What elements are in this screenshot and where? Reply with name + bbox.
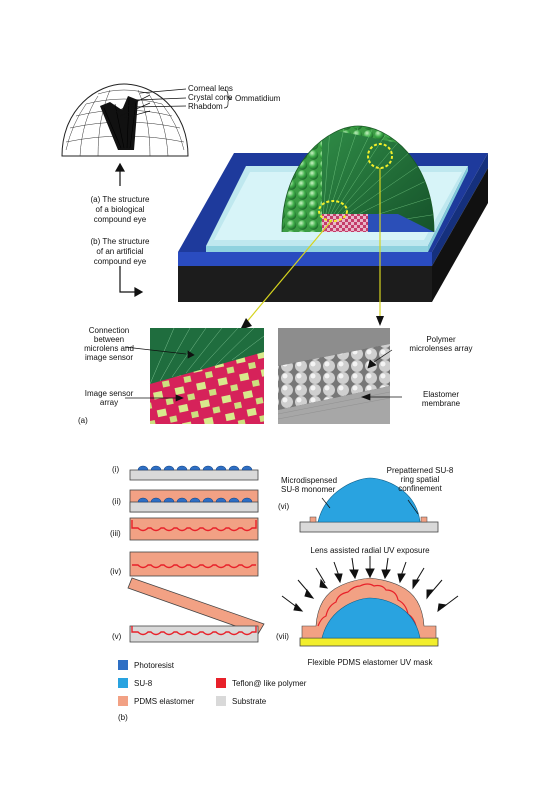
step-label-i: (i) bbox=[112, 465, 120, 474]
label-prepatterned-line3: confinement bbox=[398, 484, 442, 493]
caption-artificial-line1: (b) The structure bbox=[90, 237, 150, 246]
legend-label-su8: SU-8 bbox=[134, 679, 153, 688]
label-image-sensor-line1: Image sensor bbox=[84, 389, 134, 398]
connector-arrowheads bbox=[240, 316, 384, 330]
step-label-iv: (iv) bbox=[110, 567, 122, 576]
label-elastomer-line2: membrane bbox=[421, 399, 461, 408]
label-corneal-lens: Corneal lens bbox=[188, 84, 233, 93]
caption-biological-line2: of a biological bbox=[95, 205, 145, 214]
process-step-vi bbox=[299, 477, 439, 533]
step-label-v: (v) bbox=[112, 632, 122, 641]
label-ommatidium: Ommatidium bbox=[235, 94, 281, 103]
legend-label-pdms: PDMS elastomer bbox=[134, 697, 195, 706]
label-microdispensed-line2: SU-8 monomer bbox=[281, 485, 336, 494]
legend-swatch-photoresist bbox=[118, 660, 128, 670]
label-microdispensed-line1: Microdispensed bbox=[281, 476, 338, 485]
caption-artificial-line2: of an artificial bbox=[96, 247, 144, 256]
microlens-inset-image bbox=[277, 328, 391, 424]
step-label-iii: (iii) bbox=[110, 529, 121, 538]
uv-exposure-arrows bbox=[281, 556, 459, 613]
panel-label-a: (a) bbox=[78, 416, 88, 425]
label-elastomer-line1: Elastomer bbox=[422, 390, 459, 399]
label-polymer-line1: Polymer bbox=[426, 335, 456, 344]
label-connection-line4: image sensor bbox=[84, 353, 134, 362]
label-connection-line1: Connection bbox=[88, 326, 130, 335]
caption-artificial-line3: compound eye bbox=[93, 257, 147, 266]
biological-eye-illustration bbox=[61, 83, 233, 157]
label-polymer-line2: microlenses array bbox=[409, 344, 473, 353]
process-step-iv bbox=[129, 551, 259, 577]
label-leaders-a bbox=[124, 88, 402, 402]
caption-biological-line3: compound eye bbox=[93, 215, 147, 224]
step-label-vii: (vii) bbox=[276, 632, 289, 641]
label-flexible-uv-mask: Flexible PDMS elastomer UV mask bbox=[307, 658, 433, 667]
legend-swatch-teflon bbox=[216, 678, 226, 688]
label-rhabdom: Rhabdom bbox=[188, 102, 223, 111]
label-prepatterned-line2: ring spatial bbox=[400, 475, 440, 484]
artificial-eye-illustration bbox=[178, 125, 488, 302]
process-step-iii bbox=[129, 517, 259, 541]
legend-swatch-pdms bbox=[118, 696, 128, 706]
label-prepatterned-line1: Prepatterned SU-8 bbox=[386, 466, 454, 475]
label-connection-line2: between bbox=[93, 335, 125, 344]
connector-lines bbox=[244, 168, 381, 325]
panel-label-b: (b) bbox=[118, 713, 128, 722]
process-step-v bbox=[127, 577, 265, 643]
label-connection-line3: microlens and bbox=[84, 344, 134, 353]
sensor-inset-image bbox=[149, 327, 265, 424]
caption-arrows bbox=[114, 162, 144, 298]
legend-label-photoresist: Photoresist bbox=[134, 661, 175, 670]
legend-swatch-substrate bbox=[216, 696, 226, 706]
legend-label-substrate: Substrate bbox=[232, 697, 267, 706]
label-lens-assisted-exposure: Lens assisted radial UV exposure bbox=[310, 546, 430, 555]
caption-biological-line1: (a) The structure bbox=[90, 195, 150, 204]
label-image-sensor-line2: array bbox=[99, 398, 119, 407]
process-step-ii bbox=[129, 489, 259, 513]
legend-label-teflon: Teflon@ like polymer bbox=[232, 679, 307, 688]
legend-swatch-su8 bbox=[118, 678, 128, 688]
process-step-i bbox=[129, 465, 259, 481]
step-label-vi: (vi) bbox=[278, 502, 290, 511]
process-step-vii bbox=[299, 577, 439, 647]
label-crystal-cone: Crystal cone bbox=[188, 93, 233, 102]
step-label-ii: (ii) bbox=[112, 497, 121, 506]
